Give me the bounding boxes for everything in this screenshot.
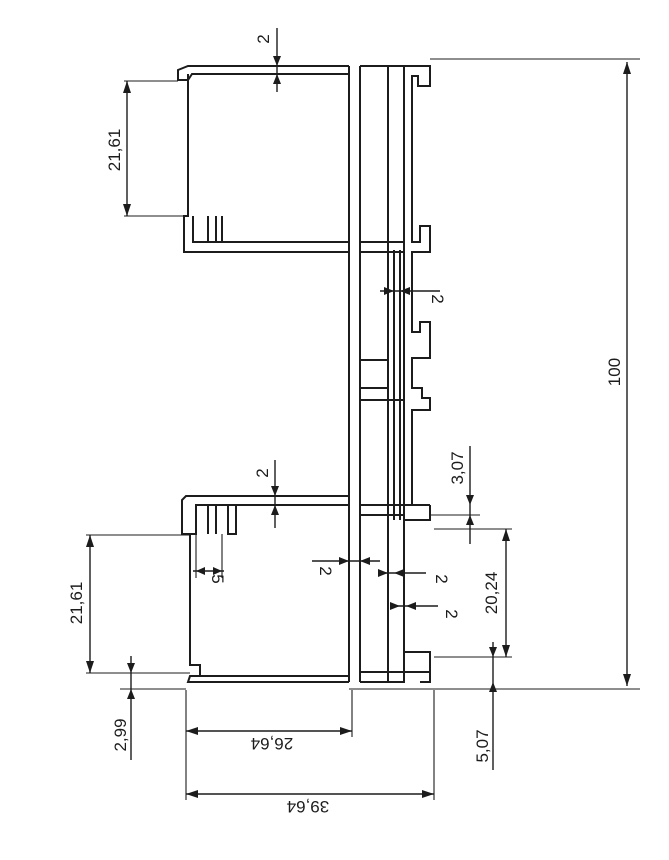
extension-lines — [86, 58, 640, 800]
dim-center-wall-d-label: 2 — [442, 609, 461, 618]
chamber-divider-lines — [360, 241, 430, 673]
dim-lower-channel-label: 21,61 — [67, 582, 86, 625]
dim-slot-width-label: 5 — [208, 574, 227, 583]
dimension-lines — [86, 28, 631, 798]
dim-top-wall-label: 2 — [254, 34, 273, 43]
dim-bottom-lip-label: 2,99 — [111, 718, 130, 751]
upper-channel — [177, 65, 349, 253]
dim-total-length-label: 100 — [605, 358, 624, 386]
inner-chamber-walls — [360, 65, 405, 683]
dim-inner-span-label: 20,24 — [482, 572, 501, 615]
lower-channel — [181, 495, 349, 683]
dim-center-wall-b-label: 2 — [316, 566, 335, 575]
outer-right-wall — [404, 65, 431, 683]
dim-overall-depth-label: 39,64 — [287, 797, 330, 816]
dim-upper-channel-label: 21,61 — [105, 129, 124, 172]
dim-center-wall-c-label: 2 — [432, 574, 451, 583]
dim-lower-wall-label: 2 — [253, 468, 272, 477]
dim-web-depth-label: 26,64 — [251, 734, 294, 753]
dimension-labels: 2 21,61 2 100 2 3,07 5 2 2 2 21,61 20,24… — [67, 34, 624, 816]
dim-lip-offset-label: 3,07 — [448, 451, 467, 484]
profile-outline — [177, 65, 431, 683]
central-spine — [348, 66, 361, 682]
dim-center-wall-a-label: 2 — [428, 294, 447, 303]
dim-edge-offset-label: 5,07 — [473, 729, 492, 762]
